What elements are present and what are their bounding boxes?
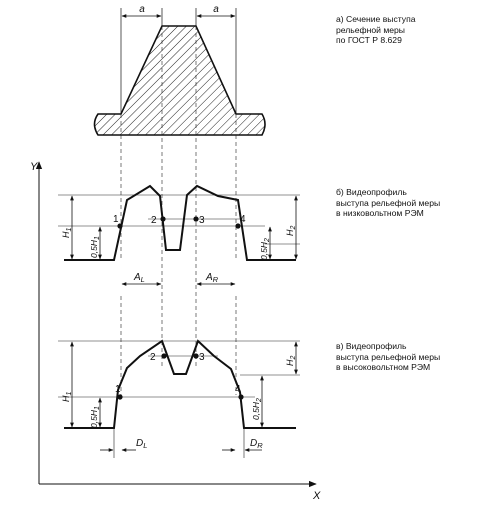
caption-b-line-3: в низковольтном РЭМ	[336, 208, 424, 219]
profile-c-point-4: 4	[235, 384, 241, 395]
profile-c: 1 2 3 4 H1 0,5H1 H2 0,5H2 DL DR	[58, 339, 300, 458]
profile-b-point-4: 4	[240, 214, 246, 225]
caption-a: а) Сечение выступа рельефной меры по ГОС…	[336, 14, 486, 46]
profile-b-curve	[64, 184, 296, 261]
profile-b-point-3: 3	[199, 215, 205, 226]
profile-c-point-2: 2	[150, 352, 156, 363]
profile-b-h2-label: H2	[285, 226, 297, 237]
caption-c: в) Видеопрофиль выступа рельефной меры в…	[336, 341, 486, 373]
profile-b-point-2: 2	[151, 215, 157, 226]
cross-section-shape	[93, 25, 266, 136]
profile-b-ar-label: AR	[205, 272, 219, 284]
profile-c-point-1: 1	[115, 384, 121, 395]
profile-c-half-h1-label: 0,5H1	[89, 406, 101, 428]
caption-b: б) Видеопрофиль выступа рельефной меры в…	[336, 187, 486, 219]
caption-a-line-2: рельефной меры	[336, 24, 405, 35]
profile-b-half-h1-label: 0,5H1	[89, 236, 101, 258]
profile-c-dl-label: DL	[136, 438, 147, 450]
caption-b-line-1: б) Видеопрофиль	[336, 187, 407, 197]
profile-c-point-3: 3	[199, 352, 205, 363]
profile-b-half-h2-label: 0,5H2	[259, 238, 271, 260]
profile-c-half-h2-label: 0,5H2	[251, 398, 263, 420]
dim-a-right-label: a	[213, 4, 219, 15]
caption-c-line-3: в высоковольтном РЭМ	[336, 362, 431, 373]
caption-c-line-2: выступа рельефной меры	[336, 351, 441, 362]
dim-a-left-label: a	[139, 4, 145, 15]
y-axis-label: Y	[30, 161, 38, 173]
projection-lines	[120, 26, 237, 395]
caption-b-line-2: выступа рельефной меры	[336, 197, 441, 208]
axes: Y X	[30, 161, 321, 502]
profile-b-al-label: AL	[133, 272, 145, 284]
profile-c-dr-label: DR	[250, 438, 263, 450]
x-axis-label: X	[312, 490, 321, 502]
profile-c-h2-label: H2	[285, 356, 297, 367]
profile-b: 1 2 3 4 H1 0,5H1 H2 0,5H2 AL AR	[58, 184, 300, 286]
caption-a-line-3: по ГОСТ Р 8.629	[336, 35, 402, 46]
profile-b-point-1: 1	[113, 214, 119, 225]
section-a-cross-section: a a	[93, 4, 266, 136]
caption-c-line-1: в) Видеопрофиль	[336, 341, 407, 351]
profile-c-h1-label: H1	[61, 392, 73, 403]
profile-b-h1-label: H1	[61, 228, 73, 239]
caption-a-line-1: а) Сечение выступа	[336, 14, 416, 24]
profile-c-curve	[64, 339, 296, 429]
